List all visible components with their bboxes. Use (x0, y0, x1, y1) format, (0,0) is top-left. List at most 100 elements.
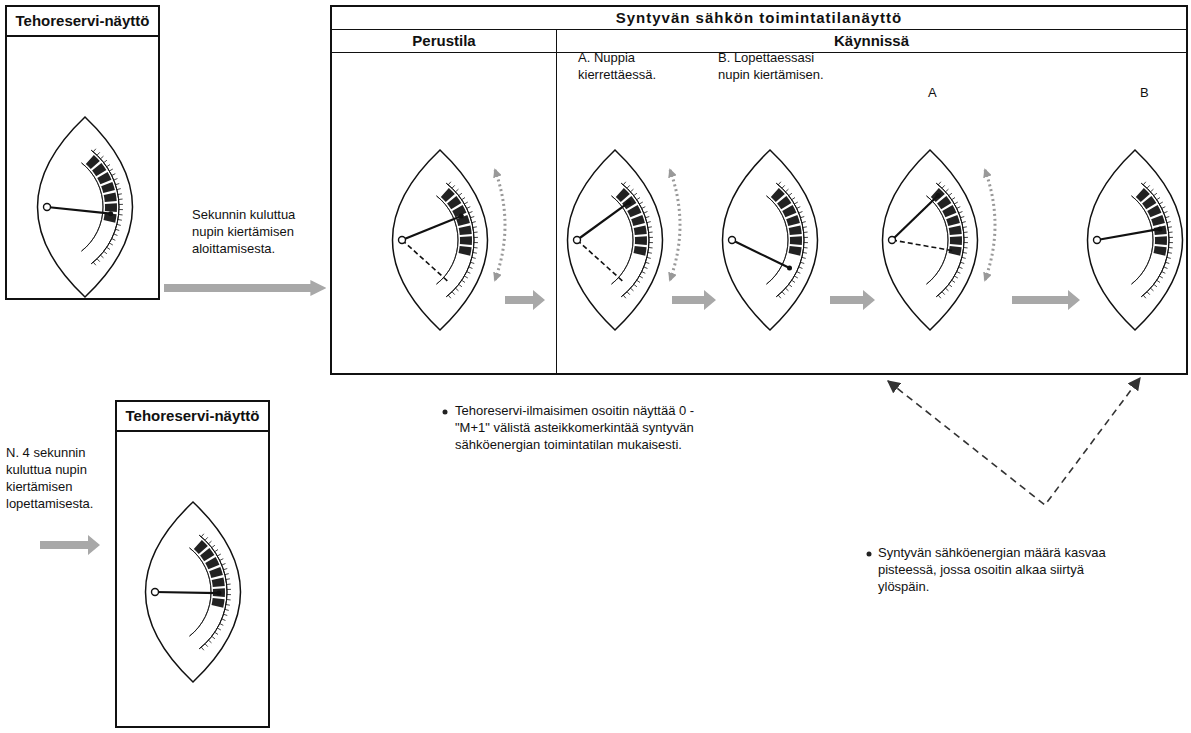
pointer-tip (936, 193, 941, 198)
scale-tick (964, 242, 968, 243)
power-reserve-dial (393, 150, 488, 330)
scale-tick (101, 156, 104, 159)
scale-tick (962, 257, 966, 259)
scale-block (631, 215, 645, 226)
scale-arc (436, 196, 458, 284)
scale-tick (473, 252, 477, 254)
scale-block (782, 205, 796, 217)
scale-arc (446, 183, 474, 296)
pointer (155, 592, 219, 593)
block-arrow (672, 290, 716, 310)
scale-tick (1168, 252, 1172, 254)
scale-tick (107, 165, 110, 167)
scale-block (634, 225, 647, 234)
scale-tick (217, 628, 220, 630)
scale-tick (456, 288, 459, 291)
scale-arc (1131, 196, 1153, 284)
scale-tick (802, 257, 806, 259)
scale-tick (1151, 288, 1154, 291)
notes-marks (443, 378, 1141, 557)
scale-tick (946, 288, 949, 291)
scale-tick (472, 221, 476, 223)
scale-tick (792, 280, 795, 282)
scale-tick (104, 160, 107, 162)
scale-arc (936, 183, 964, 296)
scale-tick (205, 644, 208, 647)
scale-arc (621, 183, 649, 296)
dial-outline (38, 117, 133, 297)
scale-tick (960, 262, 964, 263)
block-arrow-connector (164, 284, 312, 292)
scale-tick (1164, 267, 1168, 268)
scale-block (212, 577, 225, 586)
pointer-pivot (889, 237, 896, 244)
scale-tick (804, 232, 808, 233)
scale-tick (223, 569, 227, 570)
scale-tick (215, 632, 218, 634)
scale-tick (474, 247, 478, 248)
scale-tick (474, 237, 478, 238)
block-arrow (830, 290, 875, 310)
pointer (402, 216, 461, 240)
pointer (47, 207, 111, 214)
scale-tick (209, 640, 212, 643)
scale-block (942, 205, 956, 217)
scale-tick (205, 537, 208, 540)
power-reserve-dial (568, 150, 663, 330)
scale-tick (631, 288, 634, 291)
scale-tick (222, 564, 226, 565)
scale-arc (611, 196, 633, 284)
scale-tick (647, 257, 651, 259)
scale-arc (91, 150, 119, 263)
note-text: Tehoreservi-ilmaisimen osoitin näyttää 0… (455, 403, 717, 454)
scale-tick (1147, 185, 1150, 188)
scale-tick (627, 185, 630, 188)
scale-tick (1154, 193, 1157, 195)
pointer-dashed (402, 240, 450, 283)
scale-tick (1147, 292, 1150, 295)
pointer-tip (459, 214, 464, 219)
scale-block (789, 225, 802, 234)
scale-tick (802, 221, 806, 223)
scale-tick (949, 193, 952, 195)
box-heading: Tehoreservi-näyttö (117, 402, 268, 432)
pointer (577, 202, 629, 240)
block-arrows (40, 290, 1080, 555)
scale-tick (949, 284, 952, 286)
scale-block (1151, 215, 1165, 226)
scale-tick (118, 193, 122, 195)
scale-tick (1165, 262, 1169, 263)
swing-arrow (985, 170, 995, 280)
scale-tick (634, 284, 637, 286)
scale-block (950, 236, 962, 245)
scale-block (97, 172, 111, 184)
scale-tick (639, 202, 642, 204)
scale-tick (201, 534, 204, 537)
scale-tick (474, 242, 478, 243)
scale-tick (648, 226, 652, 228)
scale-tick (227, 599, 231, 600)
scale-tick (469, 212, 473, 213)
scale-tick (112, 174, 116, 176)
scale-tick (642, 272, 646, 274)
scale-tick (118, 219, 122, 221)
scale-tick (117, 188, 121, 190)
scale-tick (794, 202, 797, 204)
pointer-tip (626, 200, 631, 205)
scale-tick (456, 189, 459, 192)
scale-tick (1169, 247, 1173, 248)
scale-block (104, 192, 117, 201)
scale-tick (114, 234, 118, 235)
scale-tick (634, 193, 637, 195)
scale-tick (215, 550, 218, 552)
scale-tick (800, 217, 804, 218)
scale-tick (448, 295, 451, 298)
pointer-dashed (577, 240, 625, 283)
scale-tick (448, 182, 451, 185)
box-heading: Perustila (332, 30, 556, 53)
scale-tick (212, 636, 215, 638)
scale-tick (804, 247, 808, 248)
scale-tick (119, 199, 123, 200)
scale-tick (954, 276, 957, 278)
scale-block (460, 236, 472, 245)
